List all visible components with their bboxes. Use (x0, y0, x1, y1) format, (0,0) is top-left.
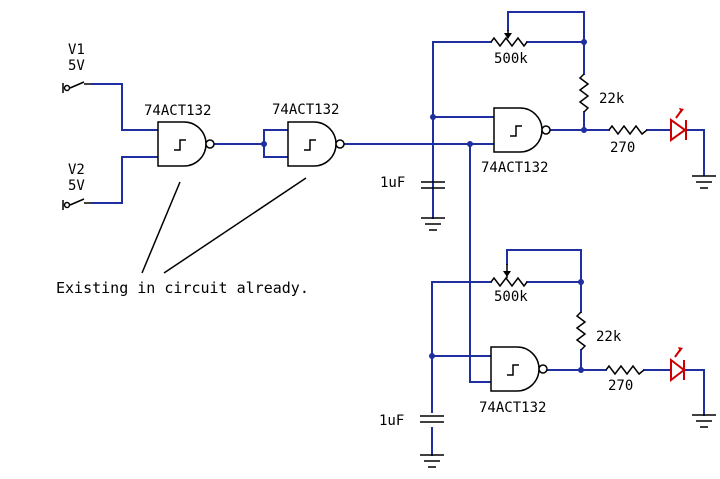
annotation-callout: Existing in circuit already. (56, 177, 309, 297)
gate-1-label: 74ACT132 (144, 103, 211, 119)
ground-cap-upper (421, 217, 445, 231)
gate-4-label: 74ACT132 (479, 400, 546, 416)
potentiometer-upper: 500k (490, 30, 528, 67)
nand-gate-2: 74ACT132 (272, 102, 345, 167)
gate-2-label: 74ACT132 (272, 102, 339, 118)
annotation-text: Existing in circuit already. (56, 279, 309, 297)
resistor-22k-lower-value: 22k (596, 329, 622, 345)
resistor-270-lower: 270 (605, 364, 645, 394)
pot-lower-value: 500k (494, 289, 528, 305)
resistor-22k-upper: 22k (578, 73, 625, 113)
capacitor-upper: 1uF (380, 175, 445, 191)
potentiometer-lower: 500k (490, 264, 528, 305)
resistor-22k-upper-value: 22k (599, 91, 625, 107)
junction-dots (261, 39, 587, 373)
source-v1: V1 5V (62, 42, 92, 93)
nand-gate-3: 74ACT132 (481, 107, 551, 176)
resistor-22k-lower: 22k (575, 311, 622, 351)
resistor-270-upper-value: 270 (610, 140, 635, 156)
nand-gate-4: 74ACT132 (479, 346, 548, 416)
resistor-270-lower-value: 270 (608, 378, 633, 394)
source-v1-name: V1 (68, 42, 85, 58)
pot-upper-value: 500k (494, 51, 528, 67)
source-v2: V2 5V (62, 162, 92, 210)
ground-led-upper (692, 175, 716, 189)
gate-3-label: 74ACT132 (481, 160, 548, 176)
capacitor-lower-value: 1uF (379, 413, 404, 429)
capacitor-upper-value: 1uF (380, 175, 405, 191)
source-v2-name: V2 (68, 162, 85, 178)
wiring (91, 11, 705, 456)
resistor-270-upper: 270 (608, 124, 648, 156)
ground-led-lower (692, 414, 716, 428)
led-upper (670, 108, 687, 142)
led-lower (670, 347, 686, 383)
nand-gate-1: 74ACT132 (144, 103, 215, 167)
ground-cap-lower (420, 454, 444, 468)
source-v2-value: 5V (68, 178, 85, 194)
capacitor-lower: 1uF (379, 413, 444, 429)
source-v1-value: 5V (68, 58, 85, 74)
